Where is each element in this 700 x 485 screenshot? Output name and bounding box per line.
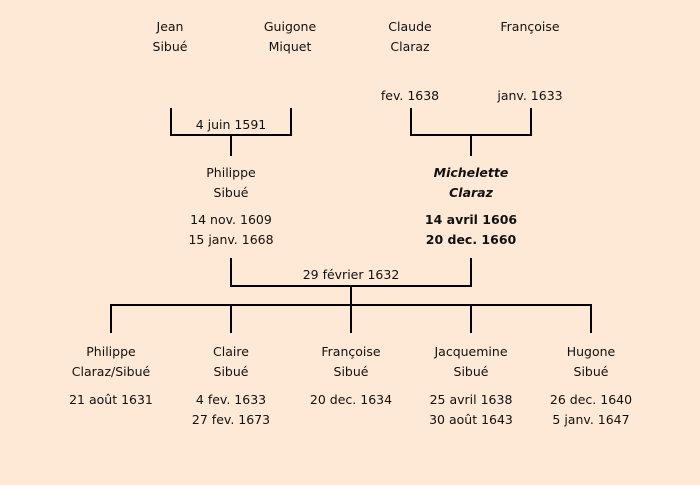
death-date: 5 janv. 1647 bbox=[552, 412, 630, 427]
death-date: 27 fev. 1673 bbox=[191, 412, 271, 427]
birth-date: 26 dec. 1640 bbox=[549, 392, 633, 407]
first-name: Guigone bbox=[263, 19, 317, 34]
birth-date: 14 nov. 1609 bbox=[190, 212, 272, 227]
connector-line bbox=[350, 304, 352, 333]
connector-line bbox=[350, 285, 352, 306]
person-philippe-sibue: Philippe Sibué 14 nov. 1609 15 janv. 166… bbox=[151, 163, 311, 250]
birth-date: 21 août 1631 bbox=[69, 392, 153, 407]
connector-line bbox=[410, 108, 412, 136]
birth-date: 4 fev. 1633 bbox=[195, 392, 267, 407]
first-name: Claude bbox=[388, 19, 432, 34]
child-philippe: Philippe Claraz/Sibué 21 août 1631 bbox=[31, 342, 191, 410]
marriage-date: 4 juin 1591 bbox=[195, 117, 267, 132]
birth-date: 14 avril 1606 bbox=[424, 212, 518, 227]
connector-line bbox=[230, 304, 232, 333]
person-francoise: Françoise bbox=[450, 17, 610, 37]
first-name: Claire bbox=[213, 344, 249, 359]
connector-line bbox=[110, 304, 112, 333]
last-name: Sibué bbox=[213, 185, 249, 200]
first-name: Philippe bbox=[206, 165, 256, 180]
first-name: Françoise bbox=[321, 344, 381, 359]
connector-line bbox=[170, 108, 172, 136]
death-date: fev. 1638 bbox=[380, 88, 440, 103]
last-name: Claraz/Sibué bbox=[71, 364, 151, 379]
last-name: Sibué bbox=[213, 364, 249, 379]
connector-line bbox=[230, 134, 232, 156]
connector-line bbox=[530, 108, 532, 136]
death-date: 20 dec. 1660 bbox=[425, 232, 517, 247]
birth-date: 25 avril 1638 bbox=[429, 392, 513, 407]
death-date: 15 janv. 1668 bbox=[188, 232, 274, 247]
child-jacquemine: Jacquemine Sibué 25 avril 1638 30 août 1… bbox=[391, 342, 551, 430]
connector-line bbox=[470, 134, 472, 156]
person-michelette-claraz: Michelette Claraz 14 avril 1606 20 dec. … bbox=[391, 163, 551, 250]
first-name: Philippe bbox=[86, 344, 136, 359]
last-name: Miquet bbox=[268, 39, 312, 54]
last-name: Claraz bbox=[390, 39, 430, 54]
marriage-date: 29 février 1632 bbox=[302, 267, 400, 282]
connector-line bbox=[470, 258, 472, 287]
first-name: Michelette bbox=[433, 165, 509, 180]
connector-line bbox=[590, 304, 592, 333]
first-name: Jean bbox=[156, 19, 184, 34]
last-name: Sibué bbox=[573, 364, 609, 379]
child-hugone: Hugone Sibué 26 dec. 1640 5 janv. 1647 bbox=[511, 342, 671, 430]
connector-line bbox=[470, 304, 472, 333]
first-name: Françoise bbox=[500, 19, 560, 34]
death-date: janv. 1633 bbox=[497, 88, 563, 103]
first-name: Jacquemine bbox=[434, 344, 508, 359]
last-name: Sibué bbox=[333, 364, 369, 379]
death-date: 30 août 1643 bbox=[429, 412, 513, 427]
first-name: Hugone bbox=[566, 344, 616, 359]
connector-line bbox=[290, 108, 292, 136]
birth-date: 20 dec. 1634 bbox=[309, 392, 393, 407]
child-francoise: Françoise Sibué 20 dec. 1634 bbox=[271, 342, 431, 410]
last-name: Claraz bbox=[449, 185, 493, 200]
last-name: Sibué bbox=[453, 364, 489, 379]
child-claire: Claire Sibué 4 fev. 1633 27 fev. 1673 bbox=[151, 342, 311, 430]
last-name: Sibué bbox=[152, 39, 188, 54]
connector-line bbox=[230, 258, 232, 287]
